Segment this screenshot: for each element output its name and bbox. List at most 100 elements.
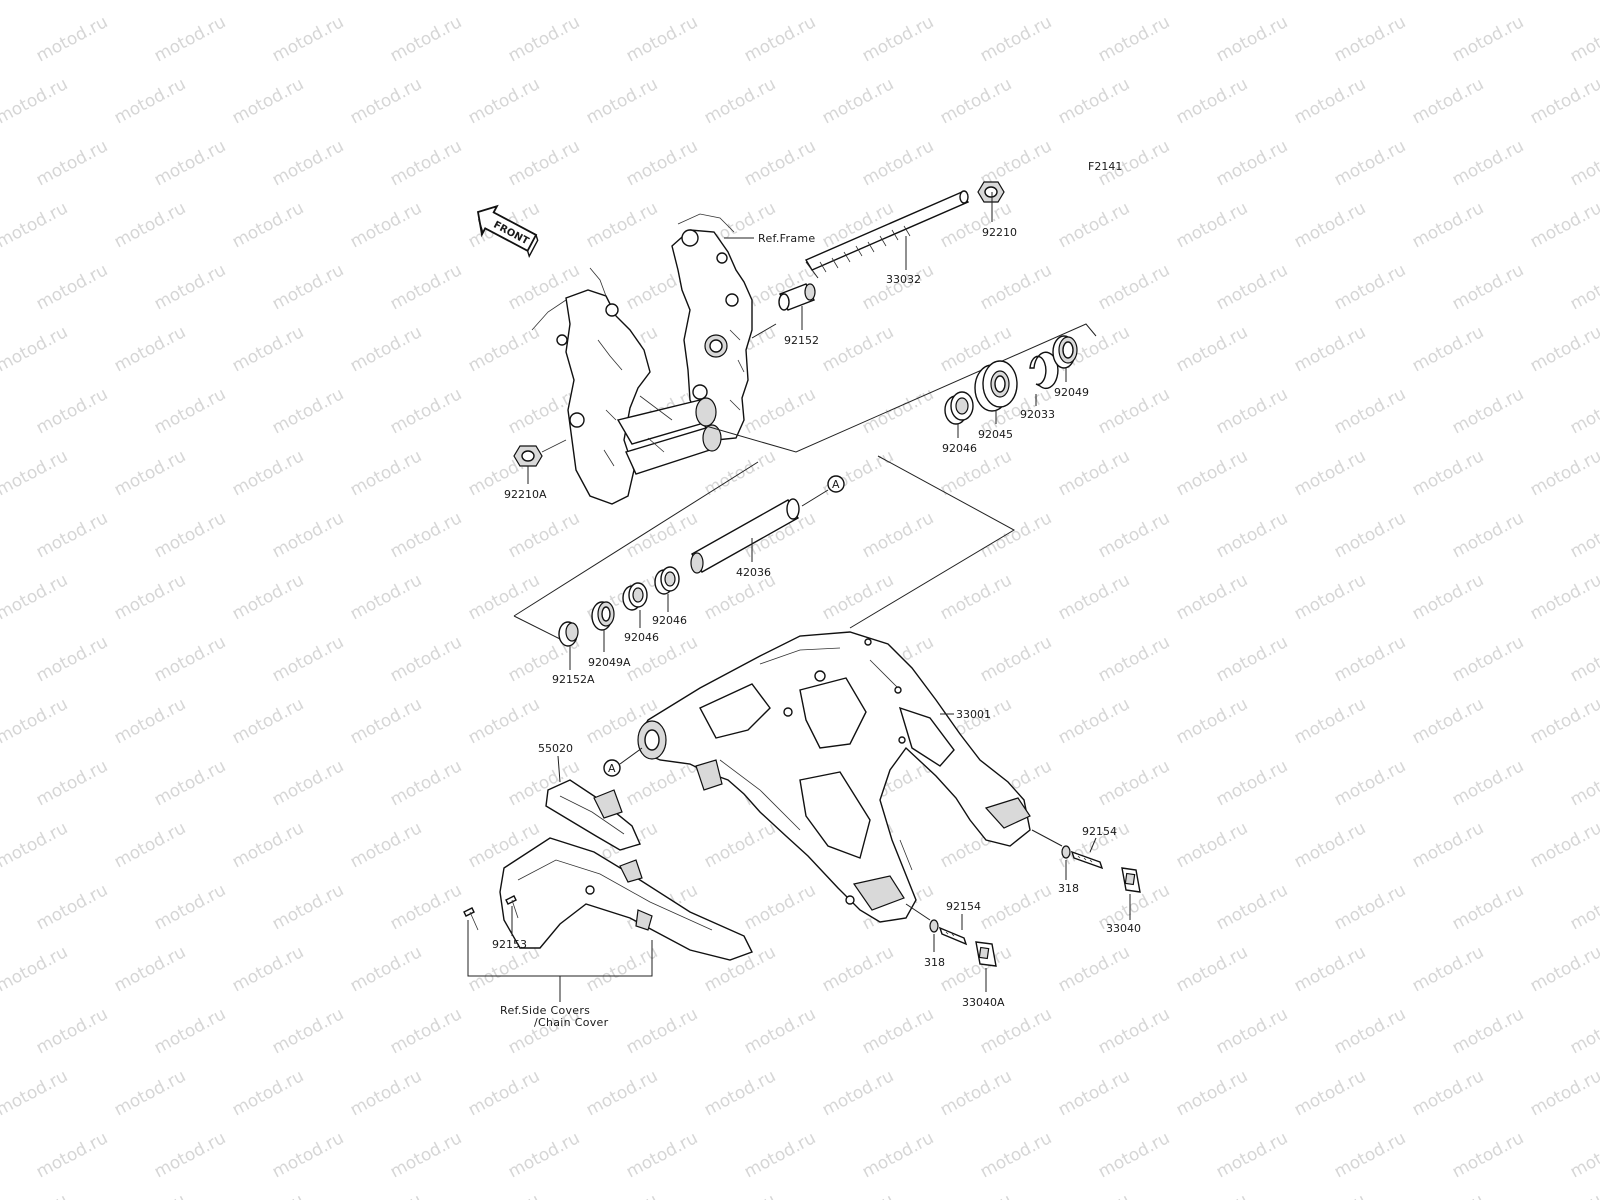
watermark-text: motod.ru — [1095, 632, 1173, 686]
part-label-92154-left: 92154 — [946, 900, 981, 913]
watermark-text: motod.ru — [819, 446, 897, 500]
watermark-text: motod.ru — [1213, 260, 1291, 314]
watermark-text: motod.ru — [583, 198, 661, 252]
watermark-text: motod.ru — [111, 694, 189, 748]
watermark-text: motod.ru — [1095, 1128, 1173, 1182]
watermark-text: motod.ru — [111, 198, 189, 252]
watermark-text: motod.ru — [741, 136, 819, 190]
watermark-text: motod.ru — [1055, 74, 1133, 128]
watermark-text: motod.ru — [937, 1066, 1015, 1120]
watermark-text: motod.ru — [111, 818, 189, 872]
watermark-text: motod.ru — [819, 322, 897, 376]
watermark-text: motod.ru — [387, 136, 465, 190]
watermark-text: motod.ru — [0, 0, 71, 4]
watermark-text: motod.ru — [1449, 632, 1527, 686]
watermark-text: motod.ru — [1331, 384, 1409, 438]
watermark-text: motod.ru — [1173, 198, 1251, 252]
watermark-text: motod.ru — [33, 632, 111, 686]
watermark-text: motod.ru — [1291, 0, 1369, 4]
part-label-318-right: 318 — [1058, 882, 1079, 895]
watermark-text: motod.ru — [1173, 1190, 1251, 1200]
watermark-text: motod.ru — [269, 756, 347, 810]
watermark-text: motod.ru — [269, 1128, 347, 1182]
washer-318-right — [1061, 845, 1071, 859]
watermark-text: motod.ru — [111, 446, 189, 500]
watermark-text: motod.ru — [33, 1128, 111, 1182]
watermark-text: motod.ru — [1055, 0, 1133, 4]
part-label-33001: 33001 — [956, 708, 991, 721]
watermark-text: motod.ru — [151, 756, 229, 810]
screw-92153-a — [463, 907, 479, 931]
watermark-text: motod.ru — [0, 74, 71, 128]
part-label-92210: 92210 — [982, 226, 1017, 239]
part-label-92152A: 92152A — [552, 673, 595, 686]
watermark-text: motod.ru — [1173, 446, 1251, 500]
watermark-text: motod.ru — [1409, 446, 1487, 500]
watermark-text: motod.ru — [937, 74, 1015, 128]
watermark-text: motod.ru — [33, 136, 111, 190]
watermark-text: motod.ru — [1055, 1066, 1133, 1120]
watermark-text: motod.ru — [1173, 570, 1251, 624]
watermark-text: motod.ru — [269, 508, 347, 562]
adjuster-group-left — [905, 903, 997, 992]
watermark-text: motod.ru — [859, 1004, 937, 1058]
watermark-text: motod.ru — [1409, 0, 1487, 4]
part-label-33040A: 33040A — [962, 996, 1005, 1009]
watermark-text: motod.ru — [1213, 756, 1291, 810]
chain-cover-drawing — [463, 837, 753, 1002]
watermark-text: motod.ru — [151, 1004, 229, 1058]
watermark-text: motod.ru — [347, 198, 425, 252]
watermark-text: motod.ru — [1173, 74, 1251, 128]
watermark-text: motod.ru — [1331, 136, 1409, 190]
watermark-text: motod.ru — [1055, 1190, 1133, 1200]
watermark-text: motod.ru — [1527, 74, 1600, 128]
watermark-text: motod.ru — [0, 322, 71, 376]
part-label-92049: 92049 — [1054, 386, 1089, 399]
watermark-text: motod.ru — [465, 74, 543, 128]
watermark-text: motod.ru — [623, 1128, 701, 1182]
oil-seal-92049A — [591, 601, 615, 631]
watermark-text: motod.ru — [387, 756, 465, 810]
callout-a-upper — [827, 475, 845, 493]
watermark-text: motod.ru — [229, 1066, 307, 1120]
lower-bearing-group: A — [558, 475, 845, 670]
watermark-text: motod.ru — [1449, 880, 1527, 934]
part-label-92046-lower-a: 92046 — [624, 631, 659, 644]
watermark-text: motod.ru — [977, 260, 1055, 314]
watermark-text: motod.ru — [347, 570, 425, 624]
watermark-text: motod.ru — [347, 1066, 425, 1120]
watermark-text: motod.ru — [1055, 570, 1133, 624]
watermark-text: motod.ru — [1449, 384, 1527, 438]
watermark-text: motod.ru — [1331, 632, 1409, 686]
watermark-text: motod.ru — [1527, 942, 1600, 996]
watermark-text: motod.ru — [1567, 136, 1600, 190]
watermark-text: motod.ru — [387, 1128, 465, 1182]
part-label-33032: 33032 — [886, 273, 921, 286]
watermark-text: motod.ru — [741, 1004, 819, 1058]
watermark-text: motod.ru — [347, 818, 425, 872]
adjuster-33040 — [1121, 867, 1141, 893]
watermark-text: motod.ru — [1291, 198, 1369, 252]
watermark-text: motod.ru — [1449, 508, 1527, 562]
watermark-text: motod.ru — [1449, 756, 1527, 810]
watermark-text: motod.ru — [269, 384, 347, 438]
watermark-text: motod.ru — [1095, 756, 1173, 810]
watermark-text: motod.ru — [819, 1066, 897, 1120]
figure-code: F2141 — [1088, 160, 1122, 173]
watermark-text: motod.ru — [269, 1004, 347, 1058]
watermark-text: motod.ru — [111, 570, 189, 624]
watermark-text: motod.ru — [977, 12, 1055, 66]
watermark-text: motod.ru — [387, 508, 465, 562]
watermark-text: motod.ru — [33, 756, 111, 810]
watermark-text: motod.ru — [111, 1190, 189, 1200]
watermark-text: motod.ru — [33, 260, 111, 314]
watermark-text: motod.ru — [977, 1128, 1055, 1182]
watermark-text: motod.ru — [347, 694, 425, 748]
watermark-text: motod.ru — [1055, 198, 1133, 252]
watermark-text: motod.ru — [151, 880, 229, 934]
watermark-text: motod.ru — [1173, 0, 1251, 4]
watermark-text: motod.ru — [701, 1066, 779, 1120]
watermark-text: motod.ru — [583, 1066, 661, 1120]
watermark-text: motod.ru — [1409, 818, 1487, 872]
